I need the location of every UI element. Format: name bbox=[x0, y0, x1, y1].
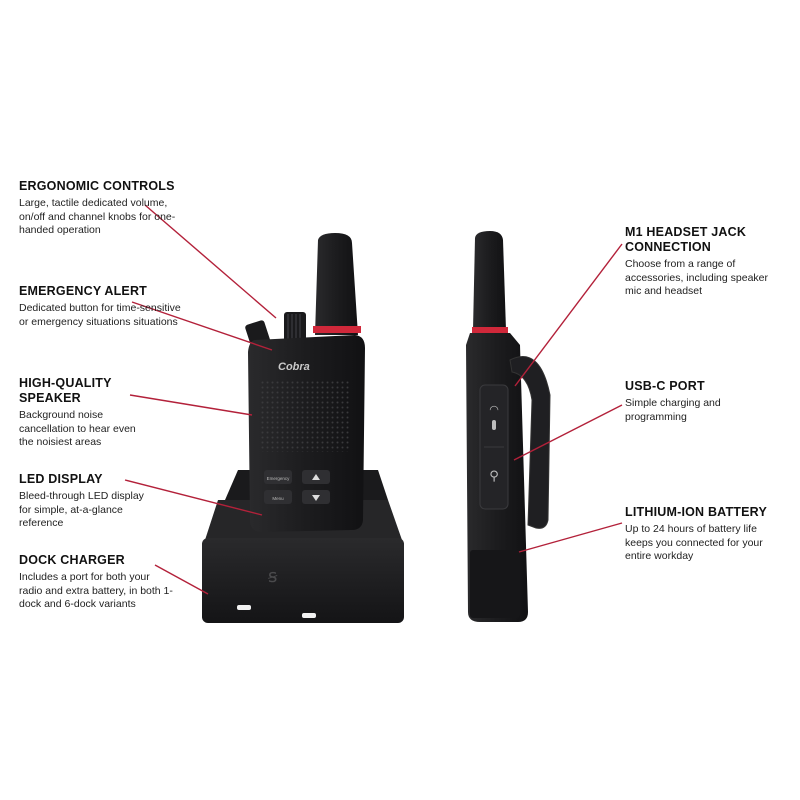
front-button-emergency bbox=[264, 470, 292, 484]
svg-text:Menu: Menu bbox=[272, 496, 284, 501]
mic-icon bbox=[492, 420, 496, 430]
brand-wordmark: Cobra bbox=[278, 361, 310, 373]
belt-clip bbox=[509, 356, 551, 529]
callout-title: ERGONOMIC CONTROLS bbox=[19, 179, 175, 193]
callout-led-display: LED DISPLAY Bleed-through LED display fo… bbox=[19, 472, 149, 531]
callout-headset-jack: M1 HEADSET JACK CONNECTION Choose from a… bbox=[625, 225, 785, 299]
callout-text: Background noise cancellation to hear ev… bbox=[19, 409, 136, 448]
callout-ergonomic-controls: ERGONOMIC CONTROLS Large, tactile dedica… bbox=[19, 179, 194, 238]
callout-text: Bleed-through LED display for simple, at… bbox=[19, 490, 144, 529]
callout-title: LED DISPLAY bbox=[19, 472, 103, 486]
callout-title: HIGH-QUALITY SPEAKER bbox=[19, 376, 112, 405]
side-radio: ◠ ⚲ bbox=[466, 231, 551, 622]
callout-usb-c-port: USB-C PORT Simple charging and programmi… bbox=[625, 379, 775, 424]
callout-lithium-ion-battery: LITHIUM-ION BATTERY Up to 24 hours of ba… bbox=[625, 505, 775, 564]
dock-led-right bbox=[302, 613, 316, 618]
dock-led-left bbox=[237, 605, 251, 610]
headset-icon: ◠ bbox=[489, 404, 499, 416]
callout-title: DOCK CHARGER bbox=[19, 553, 125, 567]
callout-dock-charger: DOCK CHARGER Includes a port for both yo… bbox=[19, 553, 174, 612]
side-red-accent-band bbox=[472, 327, 508, 333]
callout-title: LITHIUM-ION BATTERY bbox=[625, 505, 767, 519]
svg-text:Emergency: Emergency bbox=[267, 476, 291, 481]
leader-lines bbox=[124, 204, 623, 595]
callout-high-quality-speaker: HIGH-QUALITY SPEAKER Background noise ca… bbox=[19, 376, 139, 450]
callout-text: Large, tactile dedicated volume, on/off … bbox=[19, 197, 176, 236]
down-arrow-icon bbox=[312, 495, 320, 501]
speaker-grill bbox=[260, 380, 350, 452]
callout-text: Dedicated button for time-sensitive or e… bbox=[19, 302, 181, 328]
callout-title: USB-C PORT bbox=[625, 379, 705, 393]
callout-text: Simple charging and programming bbox=[625, 397, 721, 423]
up-arrow-icon bbox=[312, 474, 320, 480]
callout-title: EMERGENCY ALERT bbox=[19, 284, 148, 298]
callout-text: Choose from a range of accessories, incl… bbox=[625, 258, 768, 297]
front-button-menu bbox=[264, 490, 292, 504]
battery-pack bbox=[470, 550, 520, 618]
front-radio: Cobra Emergency Menu bbox=[245, 233, 365, 532]
callout-text: Up to 24 hours of battery life keeps you… bbox=[625, 523, 763, 562]
callout-title: M1 HEADSET JACK CONNECTION bbox=[625, 225, 747, 254]
cobra-logo-icon: ꞩ bbox=[268, 566, 278, 587]
callout-text: Includes a port for both your radio and … bbox=[19, 571, 173, 610]
red-accent-band bbox=[313, 326, 361, 333]
callout-emergency-alert: EMERGENCY ALERT Dedicated button for tim… bbox=[19, 284, 184, 329]
usb-icon: ⚲ bbox=[489, 468, 499, 483]
